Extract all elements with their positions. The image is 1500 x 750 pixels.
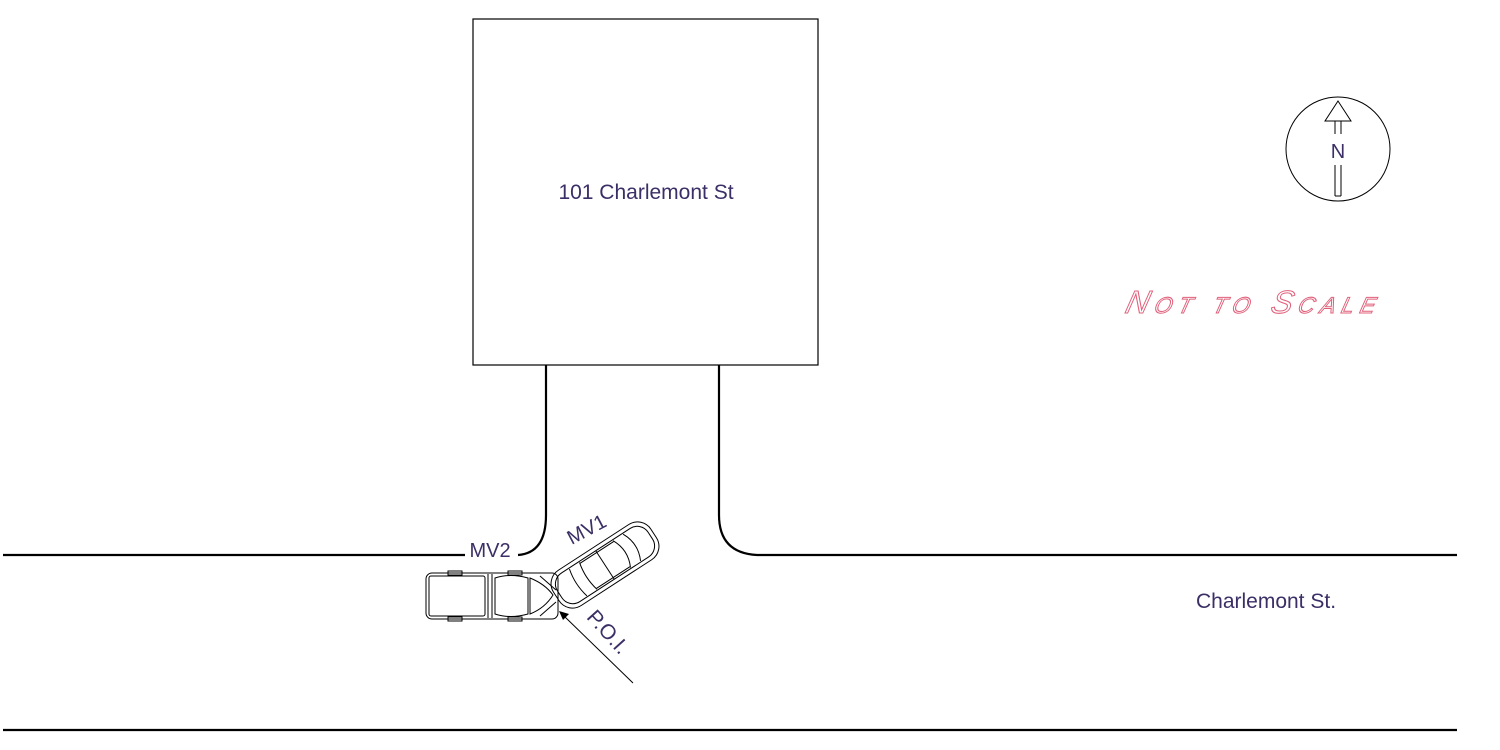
not-to-scale-note: Not to Scale — [1122, 284, 1387, 319]
driveway-right-edge — [717, 365, 758, 557]
mv1-label: MV1 — [564, 511, 611, 550]
compass-north-label: N — [1331, 141, 1345, 163]
poi-label: P.O.I. — [582, 606, 633, 659]
vehicle-mv2 — [425, 570, 559, 622]
building-outline — [472, 18, 819, 366]
north-compass — [1285, 96, 1391, 202]
street-label: Charlemont St. — [1196, 590, 1336, 613]
mv2-label: MV2 — [469, 540, 510, 562]
building-label: 101 Charlemont St — [558, 181, 733, 204]
vehicle-mv1 — [550, 521, 660, 609]
poi-arrow — [559, 611, 634, 684]
driveway-left-edge — [517, 365, 548, 557]
